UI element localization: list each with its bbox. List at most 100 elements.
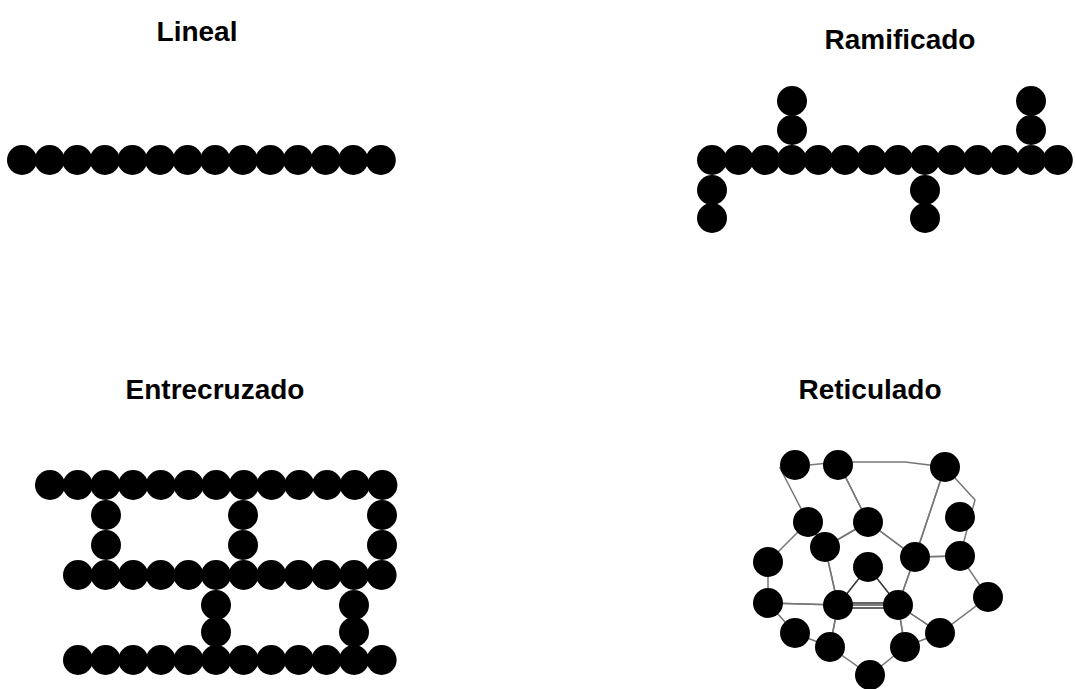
monomer-bead	[7, 145, 37, 175]
monomer-bead	[201, 617, 231, 647]
monomer-bead	[367, 470, 397, 500]
monomer-bead	[146, 560, 176, 590]
monomer-bead	[973, 582, 1003, 612]
monomer-bead	[145, 145, 175, 175]
monomer-bead	[855, 660, 885, 689]
monomer-bead	[90, 470, 120, 500]
monomer-bead	[146, 645, 176, 675]
monomer-bead	[963, 145, 993, 175]
monomer-bead	[91, 500, 121, 530]
monomer-bead	[1016, 86, 1046, 116]
monomer-bead	[823, 590, 853, 620]
monomer-bead	[118, 560, 148, 590]
monomer-bead	[311, 560, 341, 590]
monomer-bead	[63, 470, 93, 500]
monomer-bead	[311, 645, 341, 675]
monomer-bead	[62, 145, 92, 175]
monomer-bead	[945, 502, 975, 532]
monomer-bead	[340, 470, 370, 500]
monomer-bead	[367, 530, 397, 560]
monomer-bead	[91, 530, 121, 560]
monomer-bead	[936, 145, 966, 175]
monomer-bead	[91, 645, 121, 675]
monomer-bead	[256, 560, 286, 590]
monomer-bead	[697, 175, 727, 205]
monomer-bead	[753, 547, 783, 577]
monomer-bead	[256, 645, 286, 675]
monomer-bead	[697, 145, 727, 175]
monomer-bead	[312, 470, 342, 500]
monomer-bead	[910, 145, 940, 175]
monomer-bead	[146, 470, 176, 500]
monomer-bead	[910, 175, 940, 205]
monomer-bead	[284, 470, 314, 500]
monomer-bead	[367, 500, 397, 530]
monomer-bead	[367, 645, 397, 675]
monomer-bead	[118, 645, 148, 675]
monomer-bead	[803, 145, 833, 175]
monomer-bead	[284, 560, 314, 590]
structure-title: Entrecruzado	[126, 375, 305, 406]
monomer-bead	[890, 632, 920, 662]
monomer-bead	[118, 470, 148, 500]
monomer-bead	[91, 560, 121, 590]
monomer-bead	[900, 542, 930, 572]
monomer-bead	[201, 645, 231, 675]
monomer-bead	[366, 145, 396, 175]
monomer-bead	[883, 590, 913, 620]
monomer-bead	[724, 145, 754, 175]
monomer-bead	[63, 645, 93, 675]
monomer-bead	[777, 115, 807, 145]
monomer-bead	[857, 145, 887, 175]
monomer-bead	[228, 530, 258, 560]
monomer-bead	[830, 145, 860, 175]
monomer-bead	[201, 590, 231, 620]
network-bond	[838, 462, 945, 557]
monomer-bead	[339, 590, 369, 620]
monomer-bead	[228, 500, 258, 530]
monomer-bead	[780, 450, 810, 480]
monomer-bead	[173, 145, 203, 175]
structure-title: Ramificado	[825, 25, 976, 56]
monomer-bead	[229, 470, 259, 500]
monomer-bead	[925, 618, 955, 648]
monomer-bead	[990, 145, 1020, 175]
monomer-bead	[117, 145, 147, 175]
structure-title: Lineal	[157, 17, 238, 48]
monomer-bead	[90, 145, 120, 175]
monomer-bead	[815, 632, 845, 662]
monomer-bead	[229, 645, 259, 675]
monomer-bead	[339, 645, 369, 675]
monomer-bead	[35, 145, 65, 175]
monomer-bead	[1043, 145, 1073, 175]
monomer-bead	[283, 145, 313, 175]
monomer-bead	[853, 507, 883, 537]
monomer-bead	[367, 560, 397, 590]
monomer-bead	[883, 145, 913, 175]
monomer-bead	[753, 588, 783, 618]
monomer-bead	[339, 617, 369, 647]
monomer-bead	[173, 645, 203, 675]
monomer-bead	[1016, 145, 1046, 175]
monomer-bead	[910, 203, 940, 233]
monomer-bead	[284, 645, 314, 675]
monomer-bead	[780, 618, 810, 648]
monomer-bead	[697, 203, 727, 233]
monomer-bead	[793, 507, 823, 537]
monomer-bead	[930, 452, 960, 482]
monomer-bead	[174, 470, 204, 500]
monomer-bead	[311, 145, 341, 175]
monomer-bead	[255, 145, 285, 175]
monomer-bead	[257, 470, 287, 500]
monomer-bead	[200, 145, 230, 175]
monomer-bead	[35, 470, 65, 500]
monomer-bead	[810, 532, 840, 562]
monomer-bead	[173, 560, 203, 590]
monomer-bead	[823, 450, 853, 480]
monomer-bead	[63, 560, 93, 590]
monomer-bead	[228, 145, 258, 175]
monomer-bead	[853, 552, 883, 582]
monomer-bead	[777, 86, 807, 116]
monomer-bead	[750, 145, 780, 175]
